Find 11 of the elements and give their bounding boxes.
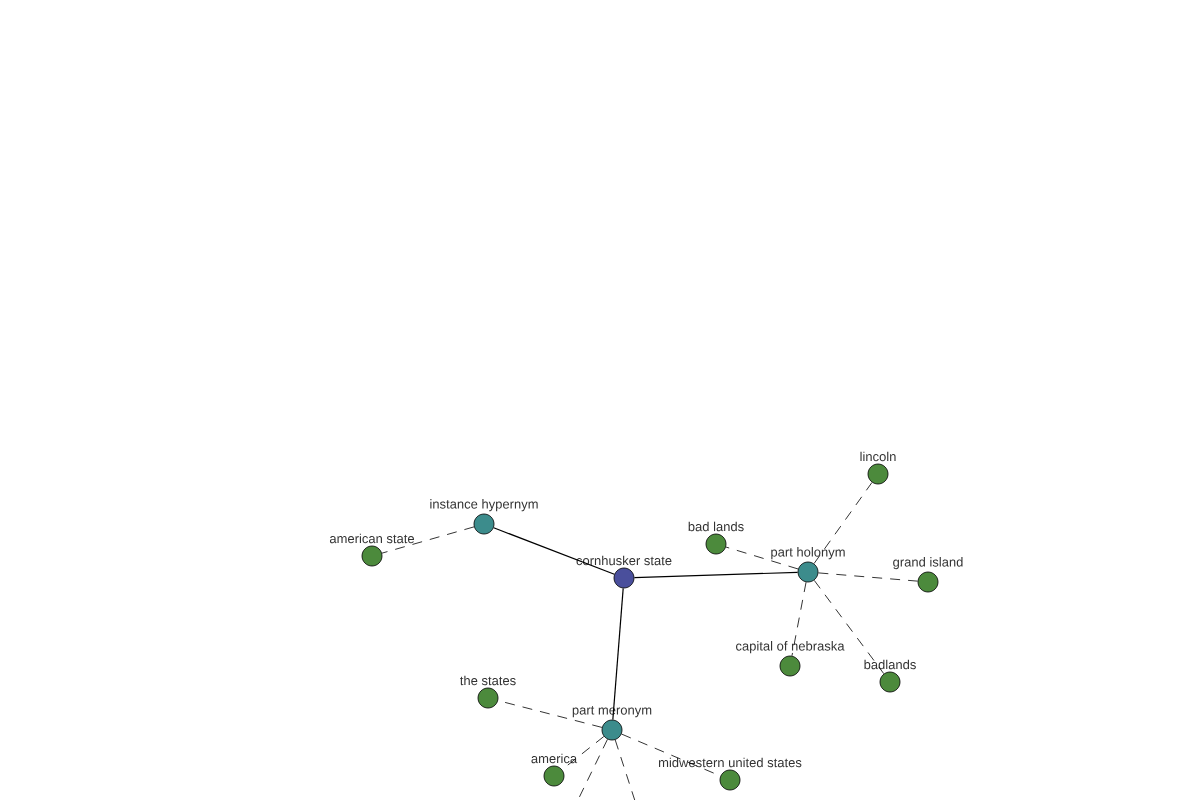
connector-line <box>612 587 624 721</box>
connector-line <box>791 581 807 657</box>
connector-line <box>813 579 885 675</box>
connector-line <box>817 572 919 582</box>
connector-line <box>493 527 615 575</box>
connector-line <box>725 546 799 570</box>
connector-line <box>575 738 608 800</box>
connector-line <box>614 739 637 800</box>
connector-line <box>633 571 799 579</box>
connector-line <box>813 482 873 564</box>
connector-line <box>381 526 475 554</box>
